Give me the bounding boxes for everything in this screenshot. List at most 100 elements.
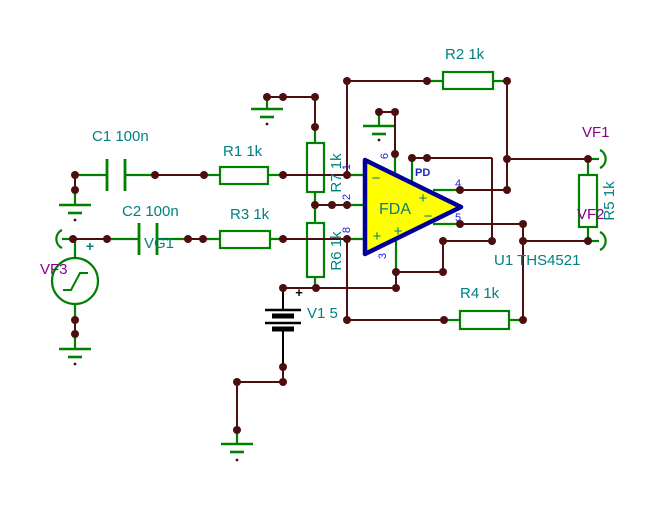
ground-ref-dot	[235, 458, 239, 462]
label-R5-value[interactable]: R5 1k	[601, 181, 618, 221]
junction-dot	[263, 93, 271, 101]
label-fda-out-plus[interactable]: +	[419, 190, 428, 207]
label-R2-value[interactable]: R2 1k	[445, 46, 485, 63]
junction-dot	[311, 93, 319, 101]
junction-dot	[343, 171, 351, 179]
label-fda-in-plus[interactable]: +	[373, 228, 382, 245]
label-pin-3[interactable]: 3	[377, 253, 389, 259]
voltage-probe-VF3[interactable]	[55, 229, 63, 249]
junction-dot	[392, 268, 400, 276]
junction-dot	[503, 155, 511, 163]
junction-dot	[584, 237, 592, 245]
resistor-R1[interactable]	[218, 165, 270, 186]
junction-dot	[233, 426, 241, 434]
junction-dot	[343, 235, 351, 243]
voltage-probe-VF1[interactable]	[599, 149, 607, 169]
junction-dot	[391, 108, 399, 116]
waveform-icon	[63, 272, 88, 291]
label-R7-value[interactable]: R7 1k	[328, 153, 345, 193]
junction-dot	[200, 171, 208, 179]
label-R6-value[interactable]: R6 1k	[328, 231, 345, 271]
junction-dot	[392, 284, 400, 292]
junction-dot	[488, 237, 496, 245]
label-v1-plus-sign[interactable]: +	[295, 285, 303, 300]
label-pin-2[interactable]: 2	[341, 194, 353, 200]
label-fda-out-minus[interactable]: −	[424, 208, 433, 225]
label-pin-4[interactable]: 4	[455, 178, 461, 190]
label-pin-PD[interactable]: PD	[415, 167, 430, 179]
junction-dot	[439, 268, 447, 276]
label-pin-8[interactable]: 8	[341, 227, 353, 233]
fda-opamp-U1[interactable]	[362, 157, 464, 257]
label-C2-value[interactable]: C2 100n	[122, 203, 179, 220]
junction-dot	[519, 237, 527, 245]
junction-dot	[199, 235, 207, 243]
resistor-R6[interactable]	[305, 221, 326, 279]
junction-dot	[71, 171, 79, 179]
voltage-probe-VF2[interactable]	[599, 231, 607, 251]
junction-dot	[279, 235, 287, 243]
junction-dot	[279, 93, 287, 101]
label-VF1-probe-label[interactable]: VF1	[582, 124, 610, 141]
label-R4-value[interactable]: R4 1k	[460, 285, 500, 302]
ground-ref-dot	[377, 138, 381, 142]
junction-dot	[151, 171, 159, 179]
junction-dot	[343, 201, 351, 209]
label-fda-in-minus[interactable]: −	[372, 170, 381, 187]
label-vg1-plus-sign[interactable]: +	[86, 238, 94, 254]
junction-dot	[343, 77, 351, 85]
junction-dot	[456, 220, 464, 228]
resistor-R2[interactable]	[441, 70, 495, 91]
junction-dot	[343, 316, 351, 324]
junction-dot	[440, 316, 448, 324]
junction-dot	[71, 186, 79, 194]
junction-dot	[71, 330, 79, 338]
label-VF2-probe-label[interactable]: VF2	[577, 206, 605, 223]
voltage-generator-VG1[interactable]	[50, 256, 100, 306]
junction-dot	[233, 378, 241, 386]
label-pin-6[interactable]: 6	[379, 153, 391, 159]
junction-dot	[103, 235, 111, 243]
ground-ref-dot	[73, 362, 77, 366]
junction-dot	[423, 77, 431, 85]
junction-dot	[439, 237, 447, 245]
label-VG1-name[interactable]: VG1	[144, 235, 174, 252]
junction-dot	[69, 235, 77, 243]
junction-dot	[391, 150, 399, 158]
resistor-R4[interactable]	[458, 309, 511, 331]
label-VF3-probe-label[interactable]: VF3	[40, 261, 68, 278]
junction-dot	[423, 154, 431, 162]
label-fda-mid-plus[interactable]: +	[394, 223, 403, 240]
label-pin-1[interactable]: 1	[341, 164, 353, 170]
junction-dot	[503, 186, 511, 194]
junction-dot	[312, 284, 320, 292]
junction-dot	[71, 316, 79, 324]
junction-dot	[279, 363, 287, 371]
label-V1-value[interactable]: V1 5	[307, 305, 338, 322]
label-R3-value[interactable]: R3 1k	[230, 206, 270, 223]
junction-dot	[279, 378, 287, 386]
junction-dot	[456, 186, 464, 194]
junction-dot	[279, 171, 287, 179]
junction-dot	[584, 155, 592, 163]
junction-dot	[184, 235, 192, 243]
label-pin-5[interactable]: 5	[455, 212, 461, 224]
label-C1-value[interactable]: C1 100n	[92, 128, 149, 145]
junction-dot	[279, 284, 287, 292]
junction-dot	[328, 201, 336, 209]
label-R1-value[interactable]: R1 1k	[223, 143, 263, 160]
junction-dot	[375, 108, 383, 116]
junction-dot	[311, 201, 319, 209]
junction-dot	[519, 220, 527, 228]
ground-ref-dot	[73, 218, 77, 222]
resistor-R3[interactable]	[218, 229, 272, 250]
junction-dot	[311, 123, 319, 131]
junction-dot	[503, 77, 511, 85]
label-U1-name[interactable]: U1 THS4521	[494, 252, 580, 269]
label-fda-text[interactable]: FDA	[379, 201, 411, 218]
ground-ref-dot	[265, 122, 269, 126]
resistor-R7[interactable]	[305, 141, 326, 194]
resistor-R5[interactable]	[577, 173, 599, 229]
